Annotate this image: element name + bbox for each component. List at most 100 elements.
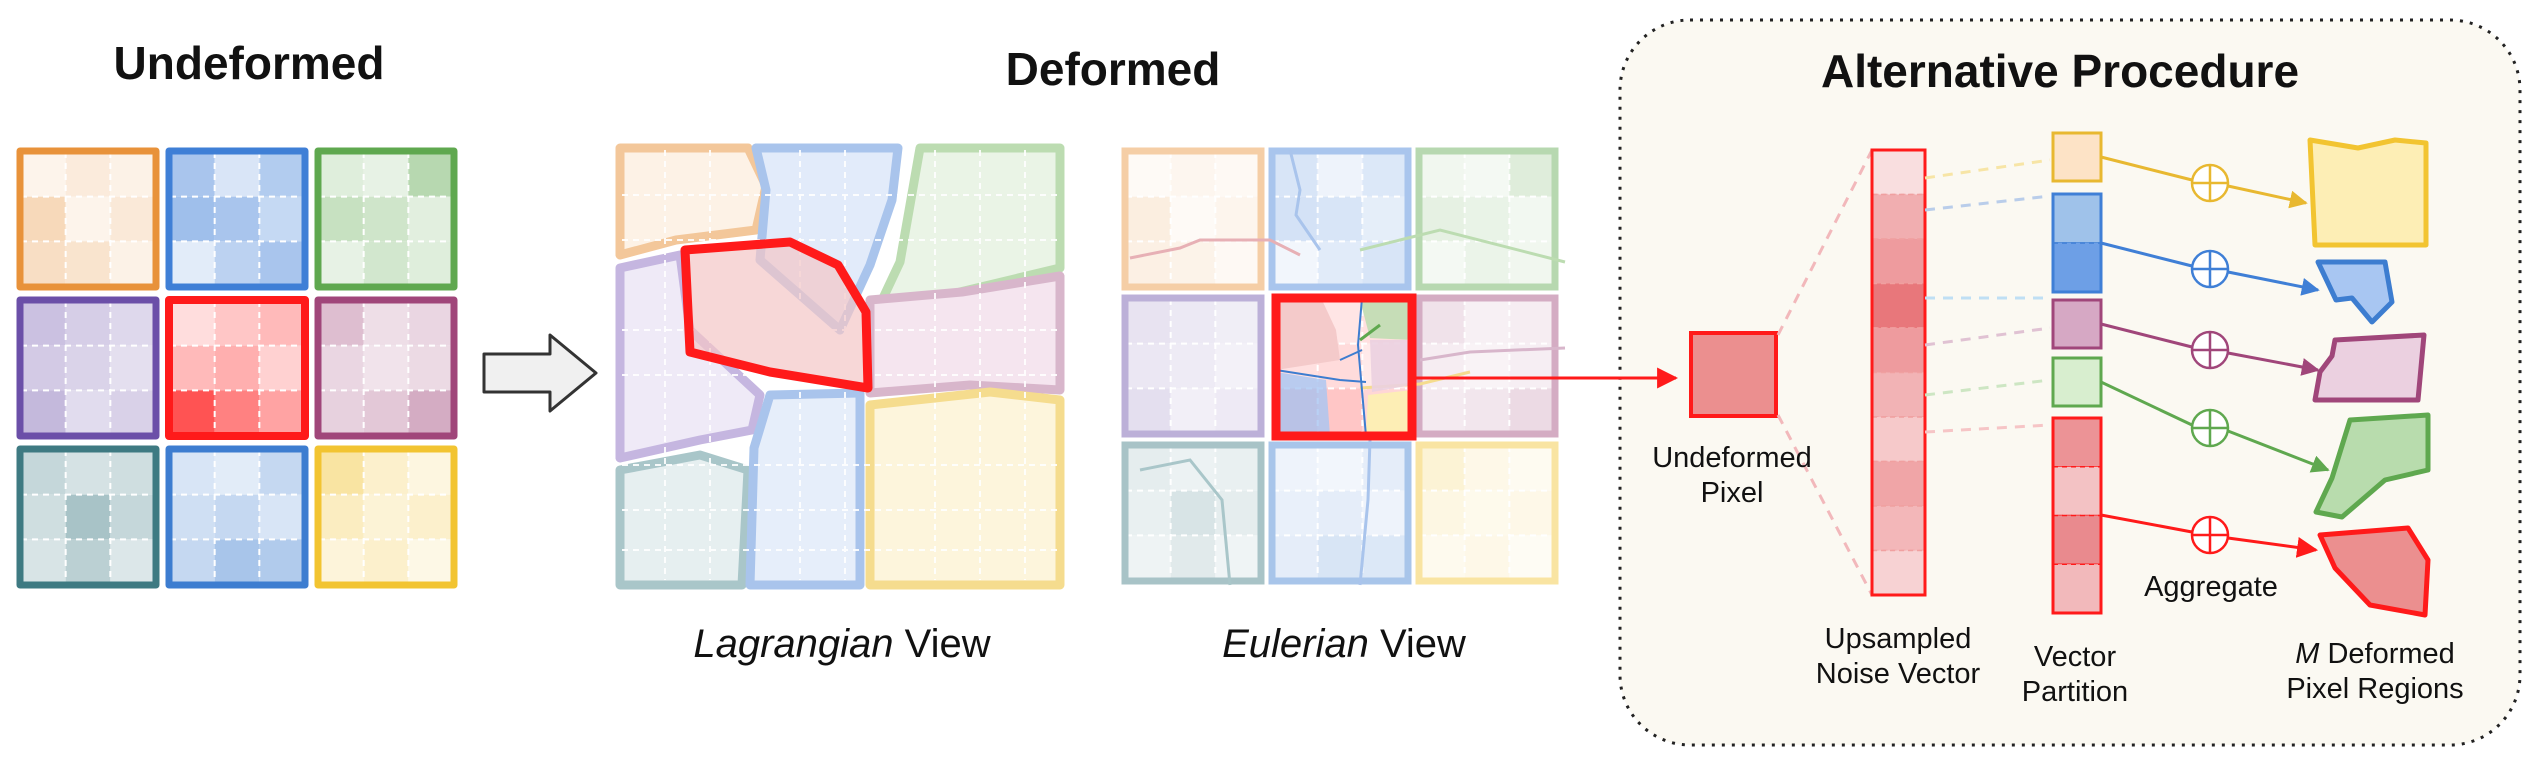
aggregation-paths [2100,155,2330,558]
subpixel [259,345,304,391]
partition-segment-purple [2051,298,2103,350]
subpixel [1215,343,1260,389]
subpixel [1464,446,1510,491]
noise-vector-cell [1871,327,1926,374]
subpixel [1464,490,1510,536]
subpixel [214,196,260,242]
subpixel [65,152,111,197]
label-vector-partition-line1: Vector [2033,641,2117,673]
subpixel [65,539,111,584]
partition-cell [2052,132,2102,182]
subpixel [1215,241,1260,286]
subpixel-grid-lines [1126,446,1260,580]
subpixel [170,152,215,197]
subpixel [170,301,215,346]
subpixel [1509,299,1554,344]
subpixel [65,345,111,391]
label-upsampled-line2: Noise Vector [1815,658,1981,690]
undeformed-block-orange [16,147,160,291]
subpixel [65,241,111,286]
subpixel [1464,196,1510,242]
aggregation-blue [2100,241,2320,296]
subpixel-grid-lines [1273,446,1407,580]
subpixel [21,152,66,197]
subpixel [408,494,453,540]
subpixel [1126,490,1171,536]
subpixel [1273,446,1318,491]
deformed-region-blue [2315,259,2395,325]
subpixel [1362,490,1407,536]
subpixel [21,241,66,286]
subpixel [1215,446,1260,491]
eulerian-block-purple [1121,294,1265,438]
fragment-magenta [1370,340,1412,392]
subpixel [1126,388,1171,433]
subpixel [1215,388,1260,433]
subpixel [110,390,155,435]
trace-blue2 [1358,439,1372,586]
eulerian-block-blue [1268,147,1412,291]
subpixel [214,241,260,286]
subpixel [1464,388,1510,433]
subpixel [170,494,215,540]
subpixel [214,450,260,495]
trace-teal [1139,458,1232,586]
subpixel [1362,535,1407,580]
partition-segment-yellow [2051,131,2103,183]
label-vector-partition: Vector Partition [2022,640,2128,710]
subpixel [110,301,155,346]
fragment-red [1276,300,1340,370]
subpixel [1420,535,1465,580]
subpixel [1215,299,1260,344]
lagrangian-deformed-red-pixel [680,237,873,393]
caption-eulerian-view: Eulerian View [1222,622,1466,667]
subpixel [363,196,409,242]
subpixel [1215,196,1260,242]
label-m-deformed-pixel-regions: M Deformed Pixel Regions [2286,637,2463,707]
subpixel-grid-lines [1420,299,1554,433]
subpixel [1317,241,1363,286]
subpixel [1420,241,1465,286]
aggregation-line-out [2227,536,2319,558]
lagrangian-region-orange [615,143,771,260]
circled-plus-cross [2192,165,2228,201]
subpixel [363,539,409,584]
subpixel [1170,535,1216,580]
subpixel-grid-lines [170,152,304,286]
subpixel [1126,152,1171,197]
subpixel [1509,535,1554,580]
subpixel [1509,152,1554,197]
noise-vector-cell [1871,149,1926,196]
subpixel [1420,299,1465,344]
subpixel [1170,343,1216,389]
subpixel [1420,152,1465,197]
block-border [1121,147,1265,291]
subpixel [1464,535,1510,580]
subpixel [319,301,364,346]
subpixel [110,152,155,197]
subpixel-grid-lines [21,450,155,584]
subpixel [1317,196,1363,242]
subpixel [363,301,409,346]
subpixel [319,345,364,391]
subpixel [1170,490,1216,536]
noise-vector-cell [1871,238,1926,285]
block-border [314,296,458,440]
subpixel [214,152,260,197]
eulerian-view [1121,147,1566,586]
subpixel-grid-lines [21,152,155,286]
subpixel [21,345,66,391]
circled-plus-icon [2190,515,2230,555]
subpixel [1362,152,1407,197]
subpixel [1273,490,1318,536]
undeformed-block-red [165,296,309,440]
undeformed-block-magenta [314,296,458,440]
subpixel [214,301,260,346]
subpixel [408,390,453,435]
block-border [1121,441,1265,585]
vector-partition [2051,131,2103,615]
block-border [1415,441,1559,585]
block-border [16,445,160,589]
aggregation-line-in [2100,322,2193,349]
